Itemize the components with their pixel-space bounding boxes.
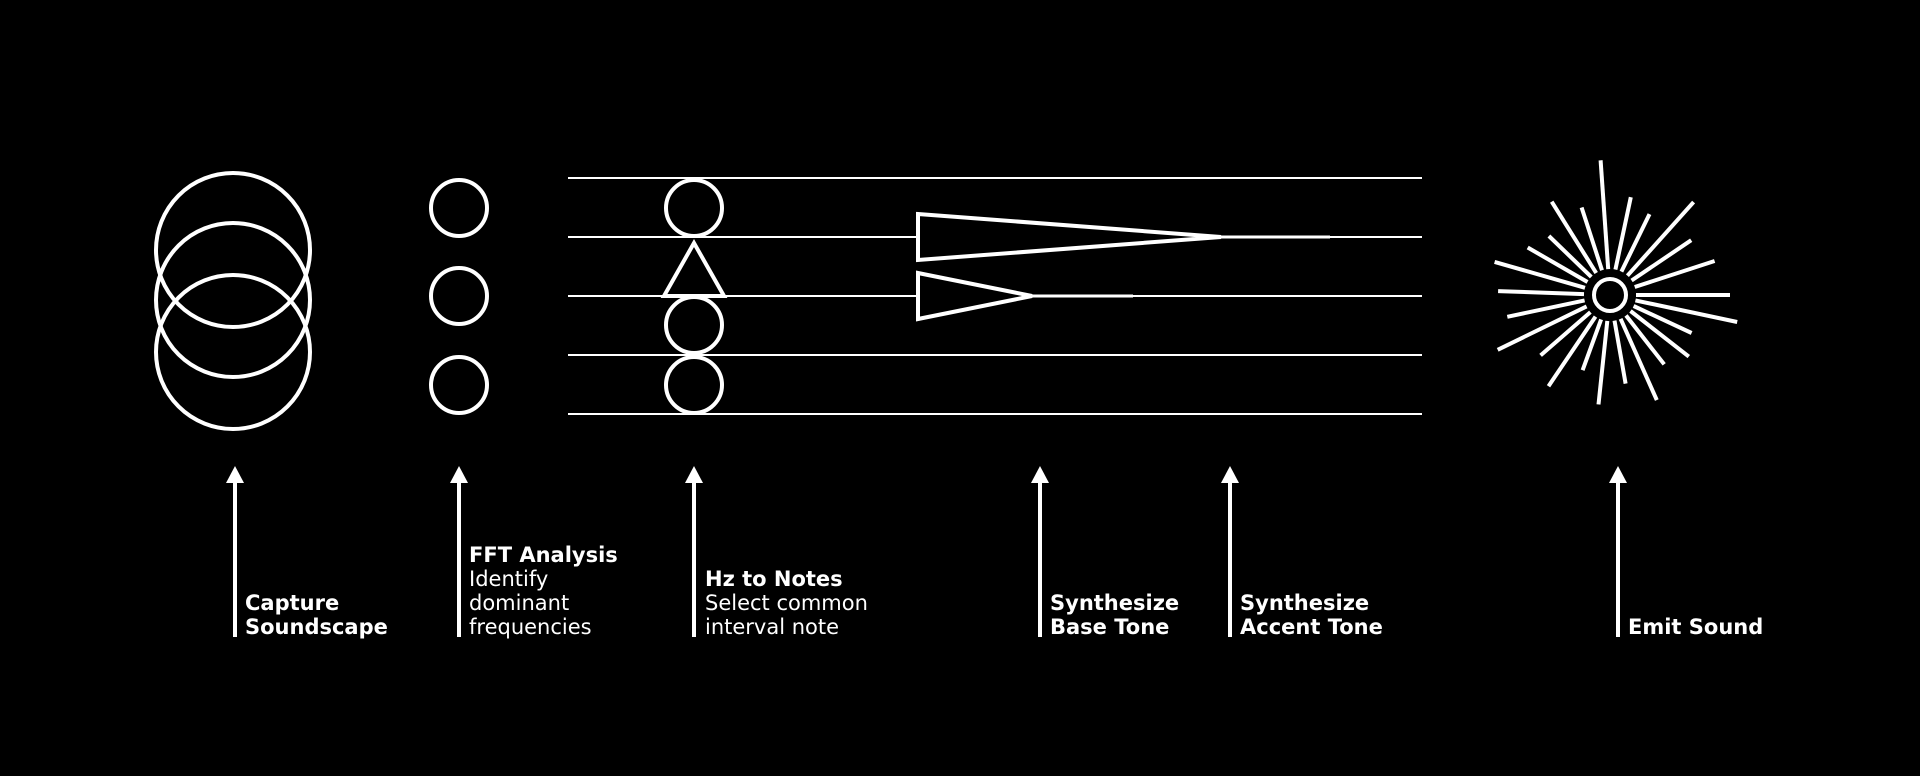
up-arrow-icon xyxy=(1031,466,1049,637)
burst-ray xyxy=(1613,196,1633,271)
step-desc-line: dominant xyxy=(469,591,570,615)
burst-ray xyxy=(1598,160,1611,270)
step-desc-line: Select common xyxy=(705,591,868,615)
step-title-line: Base Tone xyxy=(1050,615,1170,639)
burst-ray xyxy=(1526,245,1589,284)
step-title-line: Soundscape xyxy=(245,615,388,639)
up-arrow-icon xyxy=(685,466,703,637)
overlapping-circles-icon xyxy=(154,171,312,431)
burst-ray xyxy=(1579,206,1604,271)
burst-ray xyxy=(1634,298,1738,324)
up-arrow-icon xyxy=(1609,466,1627,637)
frequency-circles-icon xyxy=(429,178,489,415)
burst-ray xyxy=(1496,304,1588,352)
burst-ray xyxy=(1580,318,1603,371)
burst-ray xyxy=(1550,200,1598,275)
step-label-capture: Capture Soundscape xyxy=(245,591,388,639)
step-title-line: Emit Sound xyxy=(1628,615,1764,639)
step-label-fft: FFT Analysis Identify dominant frequenci… xyxy=(469,543,618,639)
burst-ray xyxy=(1629,309,1691,359)
burst-ray xyxy=(1612,320,1628,384)
burst-ray xyxy=(1630,238,1693,283)
up-arrow-icon xyxy=(226,466,244,637)
burst-ray xyxy=(1624,314,1666,366)
burst-ray xyxy=(1634,259,1716,289)
burst-ray xyxy=(1539,310,1592,357)
step-label-emit: Emit Sound xyxy=(1628,615,1763,639)
burst-ray xyxy=(1546,315,1598,388)
burst-ray xyxy=(1618,317,1659,401)
step-title-line: Capture xyxy=(245,591,340,615)
note-stack-icon xyxy=(660,178,728,415)
burst-ray xyxy=(1619,213,1652,273)
burst-ray xyxy=(1547,234,1593,279)
sound-burst-icon xyxy=(1494,160,1738,405)
burst-ray xyxy=(1494,259,1586,290)
burst-center xyxy=(1592,277,1628,313)
step-desc-line: interval note xyxy=(705,615,840,639)
up-arrow-icon xyxy=(1221,466,1239,637)
step-desc-line: frequencies xyxy=(469,615,592,639)
up-arrow-icon xyxy=(450,466,468,637)
arrows-row xyxy=(226,466,1627,637)
burst-ray xyxy=(1506,298,1586,319)
burst-ray xyxy=(1632,304,1693,335)
step-desc-line: Identify xyxy=(469,567,549,591)
burst-ray xyxy=(1498,289,1585,297)
step-label-base-tone: Synthesize Base Tone xyxy=(1050,591,1179,639)
step-title-line: Accent Tone xyxy=(1240,615,1383,639)
step-title-line: FFT Analysis xyxy=(469,543,618,567)
base-tone-wedge-icon xyxy=(916,211,1330,263)
step-label-notes: Hz to Notes Select common interval note xyxy=(705,567,868,639)
step-label-accent-tone: Synthesize Accent Tone xyxy=(1240,591,1383,639)
accent-tone-wedge-icon xyxy=(916,270,1133,322)
burst-ray xyxy=(1625,200,1696,278)
step-title-line: Synthesize xyxy=(1050,591,1180,615)
burst-ray xyxy=(1596,320,1610,405)
step-title-line: Synthesize xyxy=(1240,591,1370,615)
step-title-line: Hz to Notes xyxy=(705,567,843,591)
